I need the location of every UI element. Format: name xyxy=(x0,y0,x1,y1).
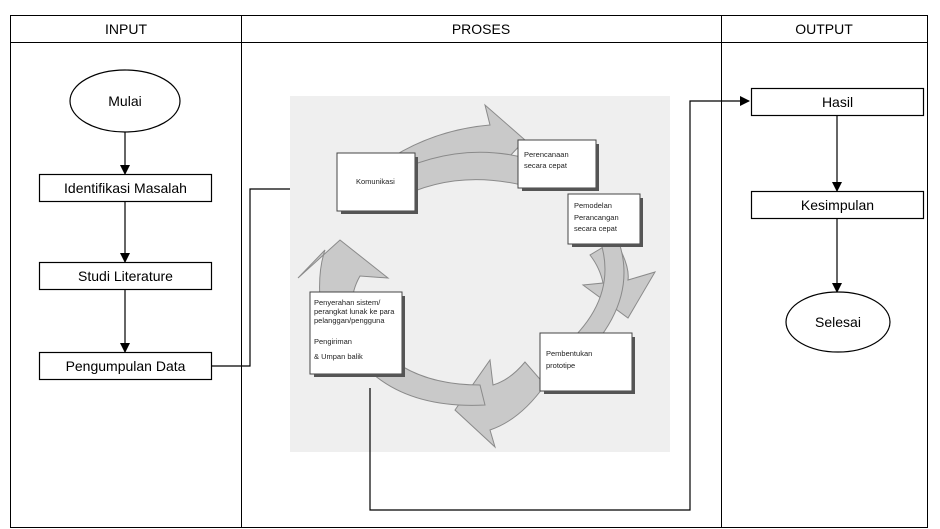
card-pemodelan: Pemodelan Perancangan secara cepat xyxy=(567,193,643,247)
process-studi-literature-label: Studi Literature xyxy=(78,268,173,284)
card-komunikasi: Komunikasi xyxy=(336,152,418,214)
start-node: Mulai xyxy=(69,69,181,133)
card-perencanaan: Perencanaan secara cepat xyxy=(517,139,599,191)
lane-header-input: INPUT xyxy=(105,21,147,37)
start-node-label: Mulai xyxy=(108,93,141,109)
process-studi-literature: Studi Literature xyxy=(38,261,213,291)
end-node: Selesai xyxy=(785,291,891,353)
swimlane-frame xyxy=(10,15,928,528)
card-perencanaan-line1: Perencanaan xyxy=(524,150,569,159)
card-penyerahan-line4: Pengiriman xyxy=(314,337,352,346)
card-pembentukan-line2: prototipe xyxy=(546,361,575,370)
process-kesimpulan: Kesimpulan xyxy=(750,190,925,220)
cycle-arrow-bottom xyxy=(454,358,546,449)
card-pemodelan-line3: secara cepat xyxy=(574,224,618,233)
card-penyerahan-line3: pelanggan/pengguna xyxy=(314,316,385,325)
end-node-label: Selesai xyxy=(815,314,861,330)
process-pengumpulan-data-label: Pengumpulan Data xyxy=(66,358,186,374)
card-pemodelan-line2: Perancangan xyxy=(574,213,619,222)
card-pemodelan-line1: Pemodelan xyxy=(574,201,612,210)
lane-header-output: OUTPUT xyxy=(795,21,853,37)
process-identifikasi-masalah: Identifikasi Masalah xyxy=(38,173,213,203)
process-pengumpulan-data: Pengumpulan Data xyxy=(38,351,213,381)
card-penyerahan: Penyerahan sistem/ perangkat lunak ke pa… xyxy=(309,291,405,377)
process-identifikasi-masalah-label: Identifikasi Masalah xyxy=(64,180,187,196)
process-hasil-label: Hasil xyxy=(822,94,853,110)
card-pembentukan-line1: Pembentukan xyxy=(546,349,592,358)
card-penyerahan-line2: perangkat lunak ke para xyxy=(314,307,395,316)
card-penyerahan-line1: Penyerahan sistem/ xyxy=(314,298,381,307)
connector-cycle-to-hasil xyxy=(369,96,750,511)
card-penyerahan-line5: & Umpan balik xyxy=(314,352,363,361)
card-perencanaan-line2: secara cepat xyxy=(524,161,568,170)
lane-header-proses: PROSES xyxy=(452,21,510,37)
card-pembentukan: Pembentukan prototipe xyxy=(539,332,635,394)
process-kesimpulan-label: Kesimpulan xyxy=(801,197,874,213)
prototype-cycle-figure: Komunikasi Perencanaan secara cepat Pemo… xyxy=(290,96,670,452)
process-hasil: Hasil xyxy=(750,87,925,117)
card-komunikasi-label: Komunikasi xyxy=(356,177,395,186)
